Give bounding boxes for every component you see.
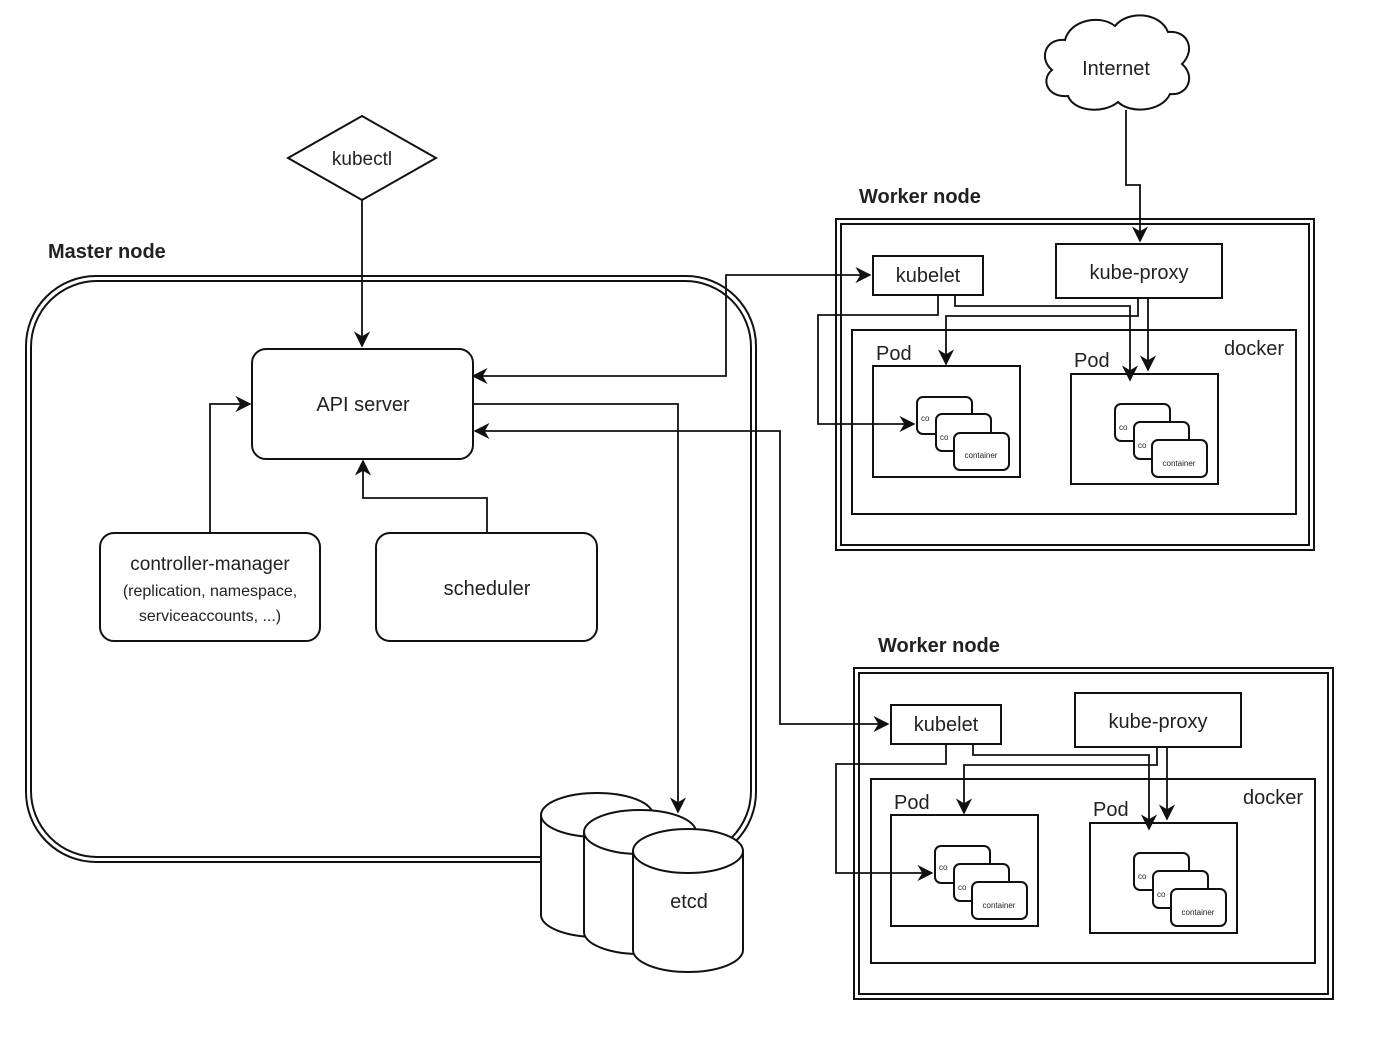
etcd-cluster[interactable]: etcd <box>540 792 744 973</box>
docker-label: docker <box>1224 338 1284 360</box>
worker-2-kube-proxy[interactable]: kube-proxy <box>1074 692 1242 748</box>
controller-to-api-arrow <box>209 395 252 533</box>
controller-manager-desc-2: serviceaccounts, ...) <box>139 608 281 625</box>
container-label: co <box>939 863 948 872</box>
container-label: co <box>1138 872 1147 881</box>
pod-label: Pod <box>876 343 912 365</box>
worker-2-pod-1[interactable]: Pod co co container <box>890 792 1039 927</box>
worker-1-kube-proxy[interactable]: kube-proxy <box>1055 243 1223 299</box>
kubectl-node[interactable]: kubectl <box>285 114 439 202</box>
controller-manager-node[interactable]: controller-manager (replication, namespa… <box>99 532 321 642</box>
kubelet-2-to-pod-1-arrow <box>835 744 947 882</box>
controller-manager-label: controller-manager <box>130 554 290 575</box>
api-server-node[interactable]: API server <box>251 348 474 460</box>
worker-1-pod-2[interactable]: Pod co co container <box>1070 350 1219 485</box>
worker-1-kubelet[interactable]: kubelet <box>872 255 984 296</box>
container-label: co <box>921 414 930 423</box>
internet-to-kube-proxy-arrow <box>1125 110 1149 243</box>
kubelet-label: kubelet <box>914 714 979 736</box>
internet-label: Internet <box>1082 58 1150 80</box>
kube-proxy-label: kube-proxy <box>1109 711 1208 733</box>
container-label: co <box>1157 890 1166 899</box>
docker-label: docker <box>1243 787 1303 809</box>
worker-node-1-title: Worker node <box>859 186 981 208</box>
api-server-label: API server <box>316 394 410 416</box>
container-stack: co co container <box>1133 852 1227 927</box>
container-stack: co co container <box>1114 403 1208 478</box>
container-stack: co co container <box>916 396 1010 471</box>
scheduler-node[interactable]: scheduler <box>375 532 598 642</box>
etcd-cylinder-3 <box>632 828 744 973</box>
kube-proxy-2-to-pod-1-arrow <box>955 747 1158 815</box>
controller-manager-desc-1: (replication, namespace, <box>123 583 297 600</box>
worker-1-pod-1[interactable]: Pod co co container <box>872 343 1021 478</box>
kubectl-label: kubectl <box>332 149 392 170</box>
pod-label: Pod <box>894 792 930 814</box>
kubelet-1-to-pod-2-arrow <box>954 295 1139 382</box>
kubelet-2-to-pod-2-arrow <box>972 744 1158 831</box>
scheduler-to-api-arrow <box>354 459 488 533</box>
container-label: container <box>983 901 1016 910</box>
pod-label: Pod <box>1093 799 1129 821</box>
container-stack: co co container <box>934 845 1028 920</box>
pod-label: Pod <box>1074 350 1110 372</box>
worker-2-pod-2[interactable]: Pod co co container <box>1089 799 1238 934</box>
api-kubelet-2-arrow <box>473 422 890 733</box>
worker-2-kubelet[interactable]: kubelet <box>890 704 1002 745</box>
kube-proxy-label: kube-proxy <box>1090 262 1189 284</box>
container-label: co <box>1119 423 1128 432</box>
api-kubelet-1-arrow <box>471 266 872 385</box>
scheduler-label: scheduler <box>444 578 531 600</box>
container-label: co <box>1138 441 1147 450</box>
worker-node-1-container <box>835 218 1315 551</box>
container-label: co <box>958 883 967 892</box>
kubelet-label: kubelet <box>896 265 961 287</box>
container-label: container <box>1182 908 1215 917</box>
container-label: co <box>940 433 949 442</box>
etcd-label: etcd <box>670 891 708 913</box>
internet-cloud[interactable]: Internet <box>1043 14 1191 111</box>
worker-node-2-container <box>853 667 1334 1000</box>
container-label: container <box>965 451 998 460</box>
master-node-title: Master node <box>48 241 166 263</box>
kube-proxy-1-to-pod-1-arrow <box>937 298 1139 366</box>
container-label: container <box>1163 459 1196 468</box>
worker-node-2-title: Worker node <box>878 635 1000 657</box>
